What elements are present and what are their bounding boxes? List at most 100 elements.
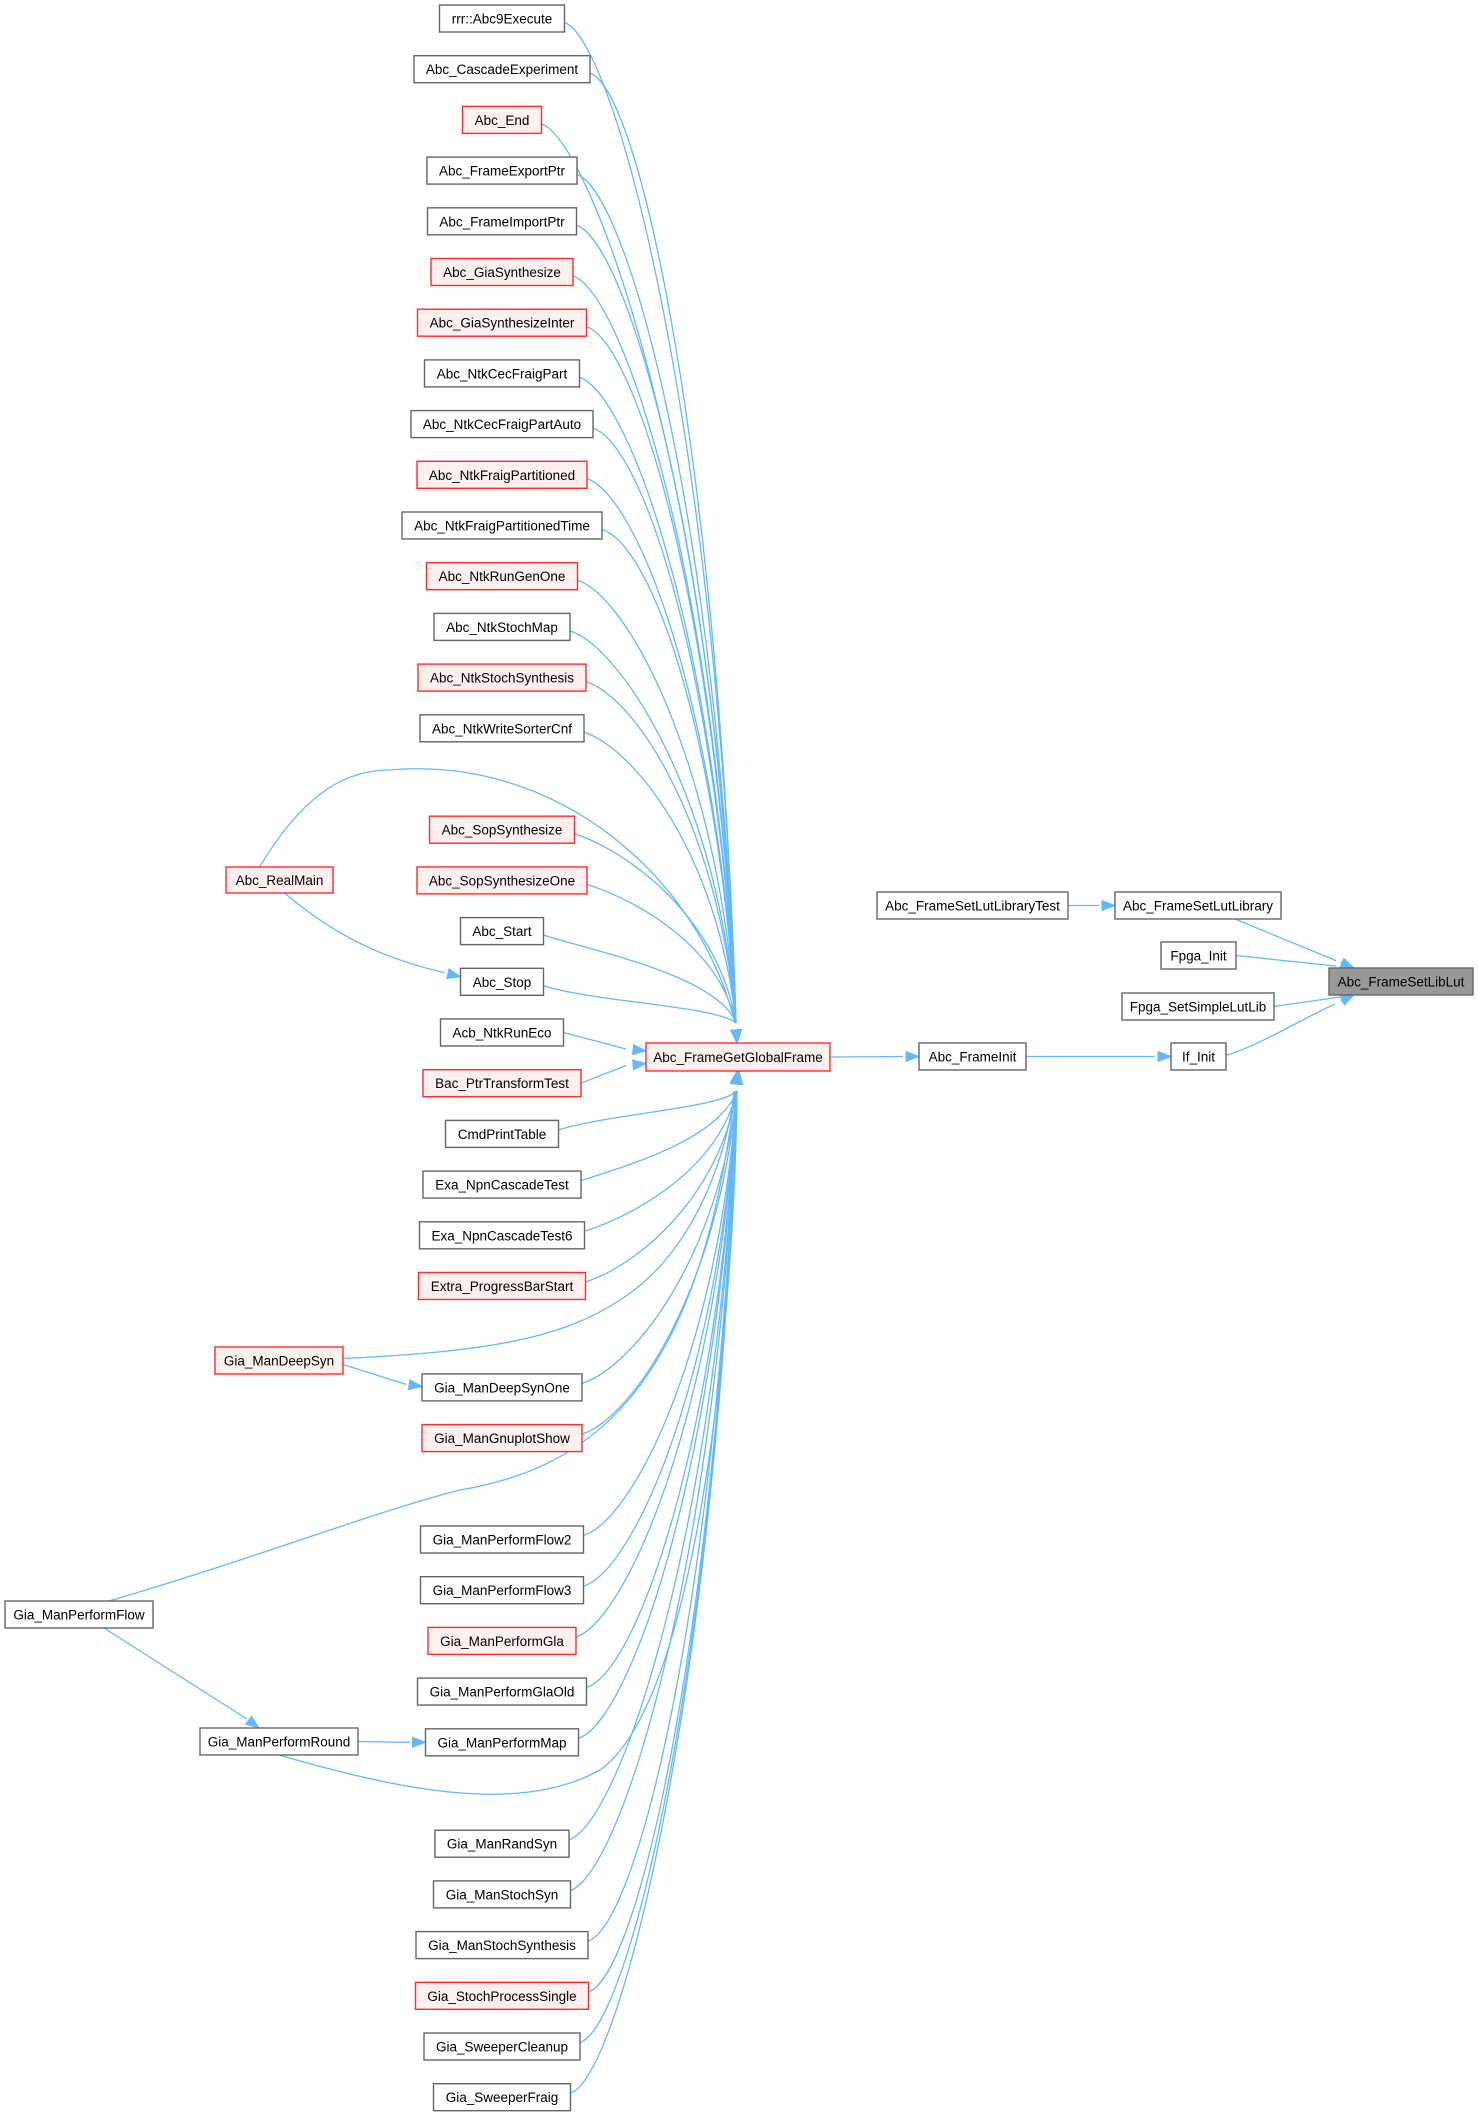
node-fpga-init[interactable]: Fpga_Init [1160,941,1237,970]
node-exa-npn-cascade-test[interactable]: Exa_NpnCascadeTest [422,1170,582,1199]
node-label: Abc_NtkStochMap [446,620,558,635]
edge-n16-to-center [586,883,743,1045]
node-box [225,866,334,894]
node-label: Acb_NtkRunEco [452,1026,551,1041]
node-gia-man-stoch-syn[interactable]: Gia_ManStochSyn [432,1880,572,1909]
node-label: Bac_PtrTransformTest [435,1076,569,1091]
edge-line [589,72,737,1024]
node-abc-frame-set-lib-lut[interactable]: Abc_FrameSetLibLut [1328,967,1474,996]
edge-line [581,1090,738,1385]
node-label: Abc_GiaSynthesize [443,265,561,280]
edge-line [579,1090,738,2044]
node-label: Abc_NtkFraigPartitionedTime [414,519,590,534]
edge-line [1225,1003,1336,1057]
node-box [421,1373,583,1402]
node-label: Abc_FrameGetGlobalFrame [653,1050,823,1065]
edge-n20-to-center [580,1059,648,1084]
node-abc-real-main[interactable]: Abc_RealMain [225,866,334,894]
node-label: Gia_ManGnuplotShow [434,1431,570,1446]
node-gia-man-perform-gla[interactable]: Gia_ManPerformGla [427,1626,577,1656]
node-bac-ptr-transform-test[interactable]: Bac_PtrTransformTest [422,1068,582,1098]
node-gia-sweeper-cleanup[interactable]: Gia_SweeperCleanup [423,2032,581,2061]
node-abc-ntk-fraig-partitioned-time[interactable]: Abc_NtkFraigPartitionedTime [401,511,603,540]
node-abc-frame-set-lut-library-test[interactable]: Abc_FrameSetLutLibraryTest [876,891,1069,920]
node-box [459,967,545,996]
node-box [428,815,576,844]
node-gia-man-deep-syn[interactable]: Gia_ManDeepSyn [214,1346,344,1375]
node-abc-ntk-cec-fraig-part-auto[interactable]: Abc_NtkCecFraigPartAuto [410,409,594,439]
node-box [214,1346,344,1375]
node-abc-gia-synthesize-inter[interactable]: Abc_GiaSynthesizeInter [416,308,588,337]
node-abc-frame-import-ptr[interactable]: Abc_FrameImportPtr [426,207,578,236]
node-abc-ntk-stoch-map[interactable]: Abc_NtkStochMap [433,612,571,642]
node-abc-ntk-run-gen-one[interactable]: Abc_NtkRunGenOne [425,562,579,591]
node-abc-sop-synthesize[interactable]: Abc_SopSynthesize [428,815,576,844]
edge-lutlib-to-target [1234,918,1356,969]
node-rrr-abc9-execute[interactable]: rrr::Abc9Execute [438,4,566,33]
node-gia-man-perform-flow2[interactable]: Gia_ManPerformFlow2 [419,1525,585,1554]
node-abc-ntk-fraig-partitioned[interactable]: Abc_NtkFraigPartitioned [416,460,588,489]
node-extra-progress-bar-start[interactable]: Extra_ProgressBarStart [417,1271,587,1301]
edge-lutlibtest-to-lutlib [1068,899,1117,912]
edge-line [583,731,737,1024]
edge-line [586,1090,738,1689]
node-abc-cascade-experiment[interactable]: Abc_CascadeExperiment [413,55,591,84]
node-label: Abc_FrameSetLutLibraryTest [885,899,1060,914]
node-abc-ntk-write-sorter-cnf[interactable]: Abc_NtkWriteSorterCnf [419,714,585,743]
node-gia-man-gnuplot-show[interactable]: Gia_ManGnuplotShow [421,1423,583,1453]
edges-layer [103,21,1356,2094]
nodes-layer: rrr::Abc9ExecuteAbc_CascadeExperimentAbc… [4,4,1474,2112]
node-abc-sop-synthesize-one[interactable]: Abc_SopSynthesizeOne [416,866,588,895]
node-abc-frame-set-lut-library[interactable]: Abc_FrameSetLutLibrary [1114,891,1282,920]
node-abc-start[interactable]: Abc_Start [459,916,545,946]
node-label: Abc_NtkStochSynthesis [430,671,574,686]
node-gia-man-perform-round[interactable]: Gia_ManPerformRound [199,1727,359,1756]
node-abc-frame-export-ptr[interactable]: Abc_FrameExportPtr [426,156,578,185]
edge-line [583,1090,738,1537]
node-if-init[interactable]: If_Init [1170,1042,1227,1071]
arrowhead-icon [407,1379,424,1391]
node-abc-frame-get-global-frame[interactable]: Abc_FrameGetGlobalFrame [645,1042,831,1072]
edge-line [258,768,736,1024]
node-abc-ntk-cec-fraig-part[interactable]: Abc_NtkCecFraigPart [423,359,581,388]
node-box [413,55,591,84]
node-box [419,1525,585,1554]
node-label: Exa_NpnCascadeTest6 [431,1228,572,1243]
edge-n8-to-center [592,427,743,1045]
edge-line [575,1090,738,1638]
node-box [422,1170,582,1199]
node-box [432,1880,572,1909]
node-box [417,663,587,692]
node-abc-frame-init[interactable]: Abc_FrameInit [918,1042,1027,1071]
node-box [461,105,543,135]
edge-n37-to-center [570,1069,744,2094]
node-gia-man-rand-syn[interactable]: Gia_ManRandSyn [434,1829,570,1858]
node-gia-man-perform-map[interactable]: Gia_ManPerformMap [424,1728,580,1757]
node-acb-ntk-run-eco[interactable]: Acb_NtkRunEco [439,1018,565,1047]
node-cmd-print-table[interactable]: CmdPrintTable [444,1119,560,1149]
edge-n18-to-center [543,985,743,1045]
edge-n33-to-center [570,1069,744,1892]
node-abc-end[interactable]: Abc_End [461,105,543,135]
node-box [459,916,545,946]
edge-line [583,1090,738,1587]
node-gia-stoch-process-single[interactable]: Gia_StochProcessSingle [414,1981,590,2011]
node-gia-man-perform-gla-old[interactable]: Gia_ManPerformGlaOld [416,1677,588,1706]
node-gia-man-perform-flow[interactable]: Gia_ManPerformFlow [4,1600,154,1629]
node-fpga-set-simple-lut-lib[interactable]: Fpga_SetSimpleLutLib [1121,992,1275,1021]
node-box [430,257,574,287]
node-gia-man-perform-flow3[interactable]: Gia_ManPerformFlow3 [419,1575,585,1605]
node-gia-sweeper-fraig[interactable]: Gia_SweeperFraig [432,2082,572,2112]
node-box [438,4,566,33]
node-label: Abc_SopSynthesizeOne [429,873,575,888]
node-box [199,1727,359,1756]
node-abc-stop[interactable]: Abc_Stop [459,967,545,996]
edge-line [580,1064,627,1084]
node-gia-man-deep-syn-one[interactable]: Gia_ManDeepSynOne [421,1373,583,1402]
node-abc-ntk-stoch-synthesis[interactable]: Abc_NtkStochSynthesis [417,663,587,692]
node-label: Abc_RealMain [236,873,324,888]
node-exa-npn-cascade-test6[interactable]: Exa_NpnCascadeTest6 [418,1221,586,1250]
node-label: Gia_ManStochSynthesis [428,1938,576,1953]
node-gia-man-stoch-synthesis[interactable]: Gia_ManStochSynthesis [415,1930,589,1960]
node-abc-gia-synthesize[interactable]: Abc_GiaSynthesize [430,257,574,287]
